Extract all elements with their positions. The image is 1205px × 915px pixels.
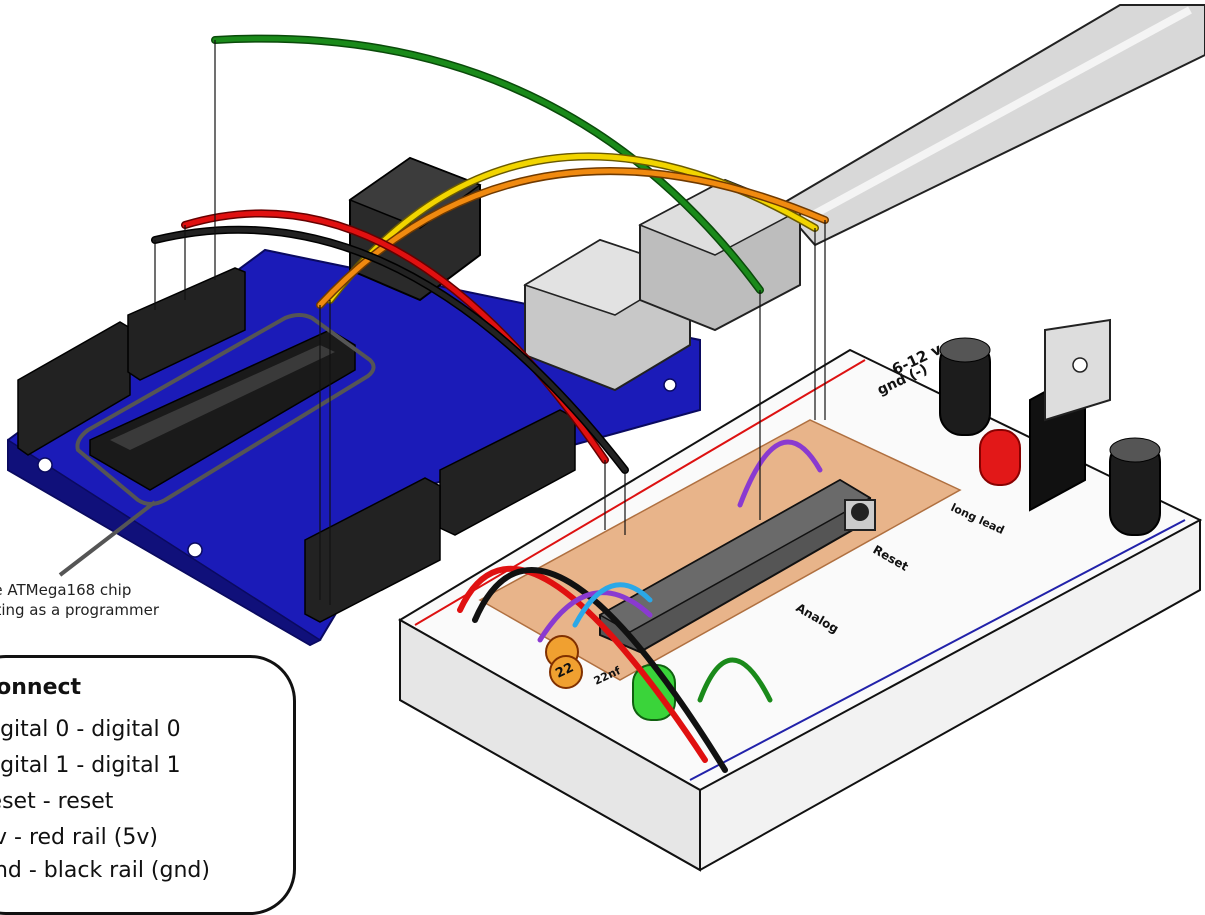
wire-purple (537, 590, 653, 643)
connect-panel (0, 655, 296, 915)
connect-row: reset - reset (0, 789, 114, 814)
connect-title: Connect (0, 675, 82, 700)
connect-row: digital 0 - digital 0 (0, 717, 181, 742)
wire-red-2 (457, 565, 708, 763)
connect-row: gnd - black rail (gnd) (0, 858, 210, 883)
callout-text-programmer: acting as a programmer (0, 601, 160, 619)
wire-black-2 (472, 567, 728, 773)
connect-row: 5v - red rail (5v) (0, 825, 158, 850)
wire-green-fill (212, 36, 763, 293)
wire-black-fill (152, 227, 628, 473)
wire-orange-fill (317, 168, 828, 308)
wire-green-2 (697, 657, 773, 703)
circuit-illustration: 6-12 v gnd (-) Reset Analog long lead 22… (7, 4, 1205, 872)
callout-text-chip: the ATMega168 chip (0, 581, 132, 599)
guide-lines (154, 40, 826, 605)
usb-cable (778, 4, 1205, 247)
cap-value-label: 22 (553, 660, 576, 681)
wire-purple-2 (737, 439, 823, 508)
arduino-board (7, 156, 802, 647)
connect-row: digital 1 - digital 1 (0, 753, 181, 778)
jumper-wires (151, 34, 829, 773)
wire-blue (572, 582, 653, 628)
